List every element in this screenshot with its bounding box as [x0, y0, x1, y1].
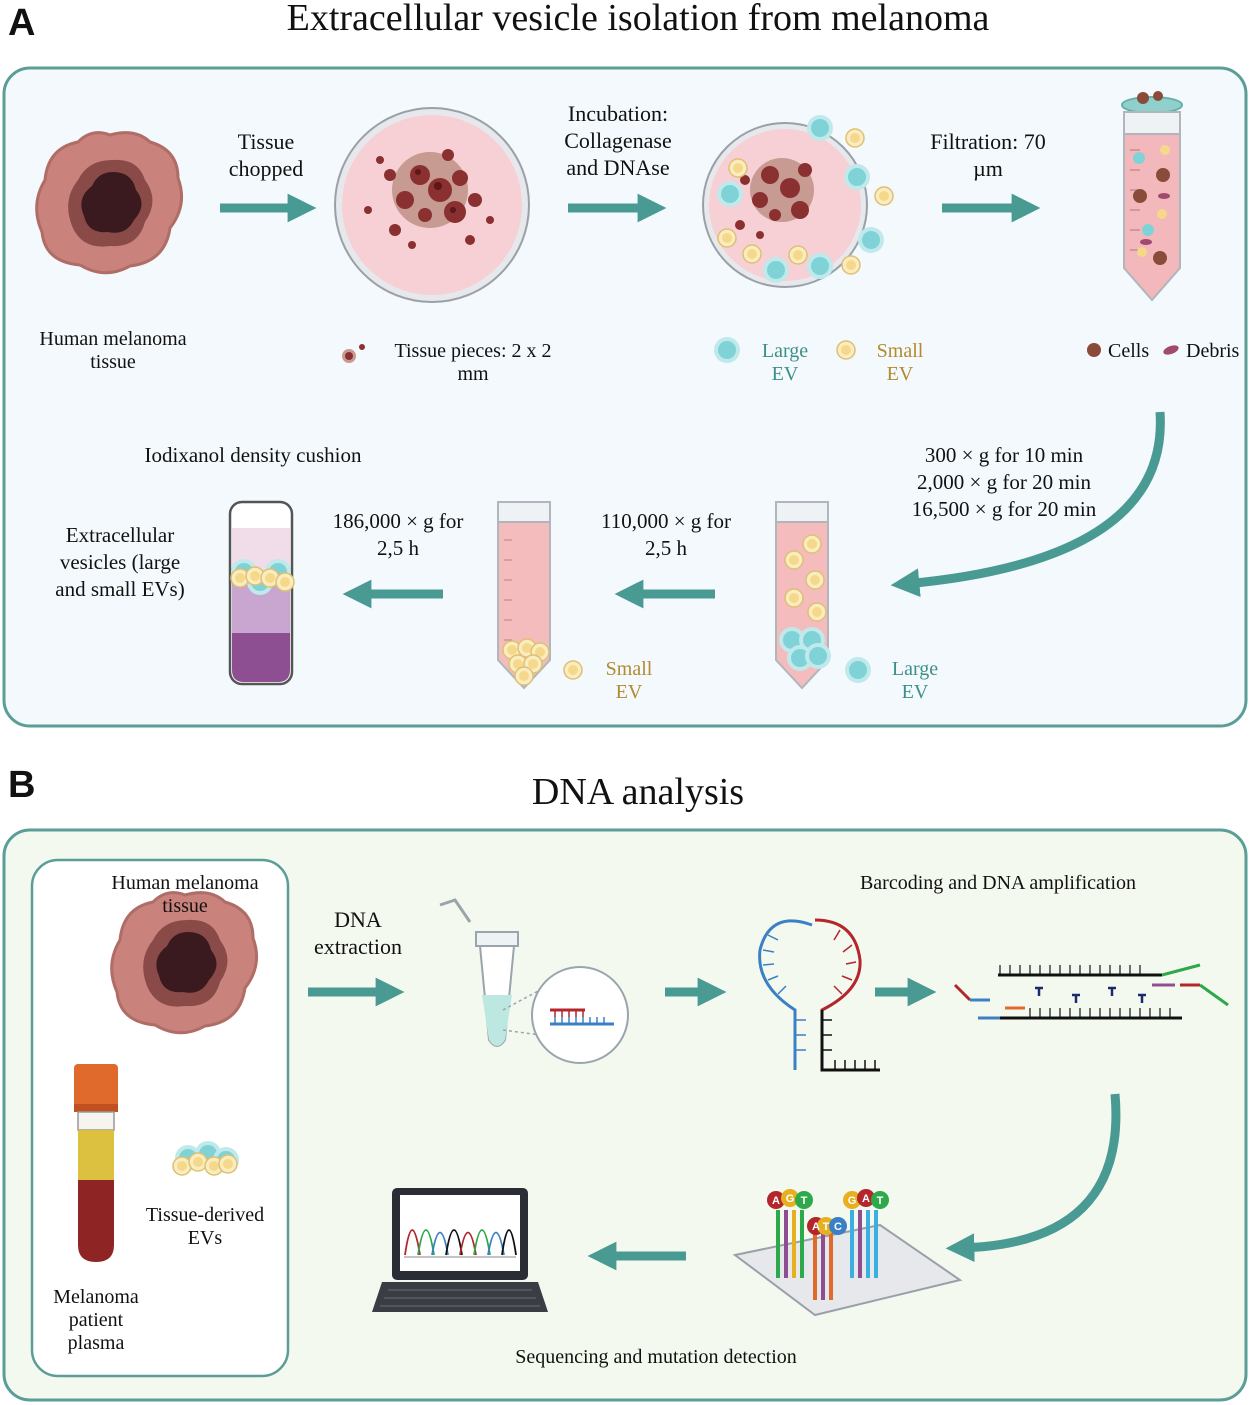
human-tissue-label-b: Human melanoma tissue: [111, 872, 259, 917]
base-letter-2-3: C: [834, 1221, 842, 1233]
large-ev-label: Large EV: [761, 340, 809, 385]
barcoding-label: Barcoding and DNA amplification: [859, 872, 1137, 894]
ev-result-label: Extracellular vesicles (large and small …: [55, 523, 185, 601]
base-letter-2-2: T: [823, 1221, 830, 1233]
petri-dish-incubated: [702, 115, 894, 288]
centrifuge-step-1: 300 × g for 10 min: [924, 443, 1084, 467]
base-letter-3-2: A: [862, 1193, 870, 1205]
small-ev-label: Small EV: [876, 340, 924, 385]
melanoma-tissue-icon: [35, 131, 184, 275]
large-ev-icon-2: [845, 657, 871, 683]
panel-a-letter: A: [8, 2, 36, 44]
base-letter-3-3: T: [877, 1195, 884, 1207]
centrifuge-step-2: 2,000 × g for 20 min: [917, 470, 1091, 494]
debris-icon: [1163, 345, 1179, 355]
tissue-chopped-label: Tissue chopped: [228, 129, 304, 181]
ultracentrifuge-tube-small: [497, 501, 551, 690]
small-ev-icon-2: [563, 660, 583, 680]
amplification-strands-icon: [953, 963, 1229, 1020]
panel-b-box: [2, 828, 1248, 1402]
panel-a-box: [2, 66, 1248, 728]
blood-tube-icon: [74, 1064, 118, 1262]
cells-label: Cells: [1108, 340, 1150, 362]
tissue-evs-label: Tissue-derived EVs: [145, 1204, 265, 1249]
petri-dish-chopped: [334, 107, 530, 303]
laptop-icon: [372, 1188, 548, 1312]
small-ev-bottom-label: Small EV: [605, 658, 653, 703]
large-ev-icon: [714, 337, 740, 363]
incubation-label: Incubation: Collagenase and DNAse: [564, 101, 672, 180]
base-letter-1-3: T: [801, 1195, 808, 1207]
hairpin-dna-icon: [758, 918, 880, 1072]
base-letter-2-1: A: [812, 1221, 820, 1233]
dna-extraction-label: DNA extraction: [314, 907, 402, 959]
panel-a-title: Extracellular vesicle isolation from mel…: [286, 0, 990, 39]
filtration-label: Filtration: 70 µm: [930, 129, 1046, 181]
cells-icon: [1087, 343, 1101, 357]
eppendorf-tube-icon: [439, 898, 629, 1064]
centrifuge-tube-large: [775, 501, 831, 690]
panel-b-letter: B: [8, 764, 36, 806]
small-ev-icon: [836, 340, 856, 360]
tissue-pieces-icon: [342, 344, 365, 363]
sequencing-label: Sequencing and mutation detection: [515, 1346, 797, 1368]
base-letter-1-1: A: [772, 1195, 780, 1207]
spin-186k-label: 186,000 × g for 2,5 h: [332, 509, 464, 560]
iodixanol-tube: [228, 500, 295, 686]
debris-label: Debris: [1186, 340, 1240, 362]
sequencing-chip-icon: [732, 1189, 963, 1317]
curved-arrow-b: [945, 1093, 1121, 1263]
centrifuge-step-3: 16,500 × g for 20 min: [911, 497, 1097, 521]
tissue-pieces-label: Tissue pieces: 2 x 2 mm: [394, 340, 552, 385]
large-ev-bottom-label: Large EV: [891, 658, 939, 703]
curved-arrow-a: [890, 411, 1165, 598]
melanoma-tissue-icon-b: [110, 891, 259, 1035]
plasma-label: Melanoma patient plasma: [53, 1286, 139, 1354]
base-letter-3-1: G: [848, 1195, 857, 1207]
panel-b-title: DNA analysis: [531, 771, 745, 813]
spin-110k-label: 110,000 × g for 2,5 h: [600, 509, 732, 560]
base-letter-1-2: G: [786, 1193, 795, 1205]
human-tissue-label: Human melanoma tissue: [39, 328, 187, 373]
iodixanol-label: Iodixanol density cushion: [144, 443, 362, 467]
filtration-tube: [1121, 91, 1183, 302]
